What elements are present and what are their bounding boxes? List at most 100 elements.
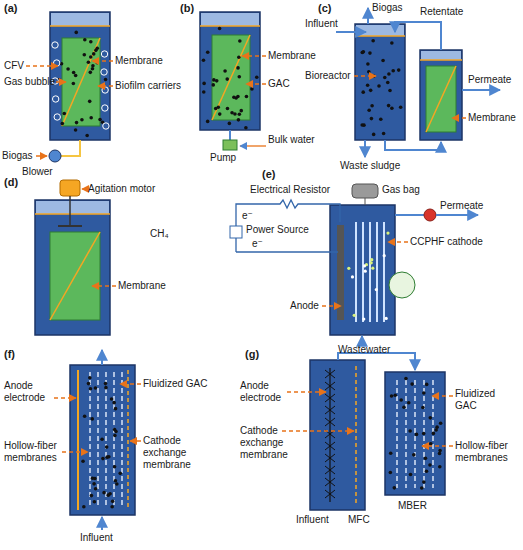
reactor-tank (420, 50, 462, 140)
electrode-brush (325, 490, 335, 498)
bubble (364, 270, 367, 273)
electrode-brush (325, 466, 335, 474)
callout-label: Wastewater (338, 344, 390, 356)
bubble (347, 267, 350, 270)
callout-label: Gas bubble (4, 76, 55, 88)
pipe-line (101, 517, 103, 530)
pipe-line (395, 22, 441, 50)
callout-label: Biofilm carriers (115, 80, 181, 92)
bubble (362, 317, 365, 320)
gas-bubble (101, 51, 107, 57)
callout-label: CH₄ (150, 228, 169, 240)
pipe-line (367, 8, 369, 24)
reactor-tank (50, 12, 110, 140)
leader-line (422, 445, 453, 446)
leader-line (54, 397, 76, 398)
callout-label: Pump (210, 152, 236, 164)
callout-label: Influent (305, 18, 338, 30)
callout-label: Fluidized GAC (143, 378, 223, 390)
hollow-fiber (121, 372, 122, 508)
callout-label: MBER (398, 500, 427, 512)
leader-line (98, 85, 113, 86)
callout-label: Cathode exchange membrane (143, 435, 223, 471)
bubble (383, 254, 386, 257)
gas-bubble (52, 96, 58, 102)
exchange-membrane (127, 370, 129, 510)
carrier-dots (57, 31, 107, 138)
agitator-blade (58, 225, 82, 227)
callout-label: Permeate (440, 200, 483, 212)
electrode-brush (325, 418, 335, 426)
pipe-line (361, 336, 363, 345)
callout-label: Membrane (118, 280, 166, 292)
hollow-fiber (369, 222, 371, 322)
hollow-fiber (105, 372, 106, 508)
leader-line (56, 81, 66, 82)
callout-label: MFC (348, 514, 370, 526)
gas-bubble (53, 60, 59, 66)
hollow-fiber (405, 380, 406, 488)
power-source-symbol (230, 226, 242, 238)
membrane-module (212, 35, 250, 120)
callout-label: Fluidized GAC (455, 388, 519, 412)
gas-bubble (102, 105, 108, 111)
circuit-wire (236, 251, 338, 252)
leader-line (26, 65, 58, 66)
reactor-tank (70, 365, 135, 515)
leader-line (388, 241, 408, 242)
panel-label: (d) (4, 176, 18, 188)
hollow-fiber (97, 372, 98, 508)
callout-label: Agitation motor (88, 183, 155, 195)
membrane-module (426, 66, 456, 132)
callout-label: Hollow-fiber membranes (4, 440, 64, 464)
bubble (351, 275, 354, 278)
pipe-line (436, 214, 478, 216)
pipe-line (395, 214, 424, 216)
callout-label: CFV (4, 60, 24, 72)
gas-bubble (52, 42, 58, 48)
panel-label: (e) (262, 168, 275, 180)
callout-label: Biogas (372, 2, 403, 14)
permeate-pump (424, 209, 436, 221)
callout-label: Bulk water (268, 134, 315, 146)
callout-label: Retentate (420, 6, 463, 18)
panel-label: (c) (318, 2, 331, 14)
gas-tube (365, 198, 366, 205)
gas-bubble (101, 69, 107, 75)
leader-line (242, 55, 266, 56)
callout-label: Anode electrode (240, 380, 302, 404)
leader-line (62, 451, 88, 452)
hollow-fiber (362, 222, 364, 322)
callout-label: Membrane (115, 55, 163, 67)
callout-label: Influent (80, 532, 113, 544)
reactor-tank (330, 205, 395, 335)
reactor-tank (355, 24, 405, 140)
reactor-tank (35, 200, 110, 335)
pipe-line (336, 31, 366, 33)
leader-line (452, 117, 466, 118)
bubble (385, 317, 388, 320)
callout-label: e⁻ (242, 210, 253, 222)
leader-line (287, 391, 326, 392)
membrane-module (50, 232, 100, 320)
callout-label: Electrical Resistor (250, 184, 330, 196)
motor-symbol (60, 180, 80, 196)
gas-bubble (102, 87, 108, 93)
electrode-brush (325, 382, 335, 390)
reactor-tank (200, 12, 260, 130)
callout-label: Cathode exchange membrane (240, 425, 302, 461)
leader-line (322, 305, 341, 306)
anode-electrode (77, 370, 79, 510)
bubble (375, 288, 378, 291)
hollow-fiber (89, 372, 90, 508)
callout-label: GAC (268, 78, 290, 90)
carrier-dots (360, 39, 402, 136)
electrode-brush (325, 454, 335, 462)
carrier-dots (202, 27, 259, 130)
callout-label: Hollow-fiber membranes (455, 440, 519, 464)
gas-bag (352, 184, 378, 198)
pipe-line (462, 89, 500, 91)
gas-bubble (54, 114, 60, 120)
carrier-dots (81, 376, 122, 509)
